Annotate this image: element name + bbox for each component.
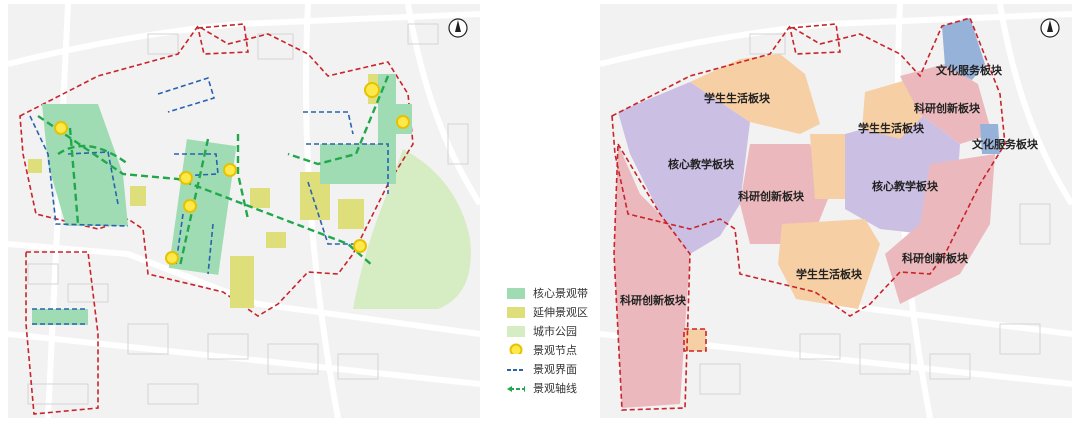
zoning-map-svg: 学生生活板块 核心教学板块 科研创新板块 学生生活板块 科研创新板块 文化服务板… bbox=[600, 4, 1072, 418]
label-student-life-north: 学生生活板块 bbox=[704, 91, 771, 105]
landscape-axis-lines bbox=[37, 75, 390, 267]
label-research-southeast: 科研创新板块 bbox=[902, 251, 969, 265]
campus-boundary bbox=[611, 17, 1006, 411]
building-footprints bbox=[699, 33, 1051, 395]
legend-label: 城市公园 bbox=[533, 325, 577, 338]
legend-axis: 景观轴线 bbox=[505, 379, 597, 398]
label-student-life-northeast: 学生生活板块 bbox=[858, 121, 925, 135]
zone-student-life-center bbox=[810, 134, 855, 199]
zone-research-northeast bbox=[900, 64, 992, 144]
legend-label: 景观界面 bbox=[533, 363, 577, 376]
city-park-swatch bbox=[507, 326, 525, 337]
node-swatch-icon bbox=[509, 343, 523, 354]
axis-swatch-icon bbox=[507, 386, 525, 392]
building-footprints bbox=[27, 23, 469, 405]
zone-student-life-north bbox=[690, 54, 820, 134]
north-arrow-icon bbox=[1040, 18, 1060, 38]
landscape-nodes bbox=[54, 82, 410, 265]
map-legend: 核心景观带 延伸景观区 城市公园 景观节点 景观界面 景观轴线 bbox=[505, 284, 597, 398]
legend-label: 核心景观带 bbox=[533, 287, 588, 300]
label-core-teaching-east: 核心教学板块 bbox=[872, 179, 939, 193]
extended-landscape-swatch bbox=[507, 307, 525, 318]
zone-student-life-small bbox=[684, 329, 706, 351]
landscape-map-svg bbox=[8, 4, 480, 418]
zone-culture-service-east bbox=[980, 124, 1000, 154]
legend-label: 景观节点 bbox=[533, 344, 577, 357]
legend-interface: 景观界面 bbox=[505, 360, 597, 379]
legend-label: 景观轴线 bbox=[533, 382, 577, 395]
zone-culture-service-north bbox=[942, 18, 985, 80]
zone-labels: 学生生活板块 核心教学板块 科研创新板块 学生生活板块 科研创新板块 文化服务板… bbox=[620, 63, 1039, 307]
functional-zoning-map: 学生生活板块 核心教学板块 科研创新板块 学生生活板块 科研创新板块 文化服务板… bbox=[600, 4, 1072, 418]
legend-node: 景观节点 bbox=[505, 341, 597, 360]
landscape-structure-map bbox=[8, 4, 480, 418]
legend-extended-landscape: 延伸景观区 bbox=[505, 303, 597, 322]
campus-boundary bbox=[19, 23, 414, 415]
zone-research-west bbox=[614, 144, 690, 408]
landscape-interface-lines bbox=[29, 76, 389, 325]
label-core-teaching-west: 核心教学板块 bbox=[668, 157, 735, 171]
label-research-northeast: 科研创新板块 bbox=[914, 101, 981, 115]
zone-core-teaching-west bbox=[618, 82, 750, 254]
label-culture-service-east: 文化服务板块 bbox=[972, 137, 1039, 151]
north-arrow-icon bbox=[448, 18, 468, 38]
label-student-life-south: 学生生活板块 bbox=[796, 267, 863, 281]
city-park-area bbox=[353, 149, 471, 309]
interface-swatch-icon bbox=[507, 369, 525, 371]
label-research-west: 科研创新板块 bbox=[620, 293, 687, 307]
zone-student-life-south bbox=[778, 219, 880, 309]
legend-core-landscape: 核心景观带 bbox=[505, 284, 597, 303]
legend-city-park: 城市公园 bbox=[505, 322, 597, 341]
label-research-central: 科研创新板块 bbox=[738, 189, 805, 203]
label-culture-service-north: 文化服务板块 bbox=[936, 63, 1003, 77]
legend-label: 延伸景观区 bbox=[533, 306, 588, 319]
zone-research-southeast bbox=[885, 154, 995, 304]
core-landscape-swatch bbox=[507, 288, 525, 299]
zone-research-central bbox=[740, 144, 830, 244]
